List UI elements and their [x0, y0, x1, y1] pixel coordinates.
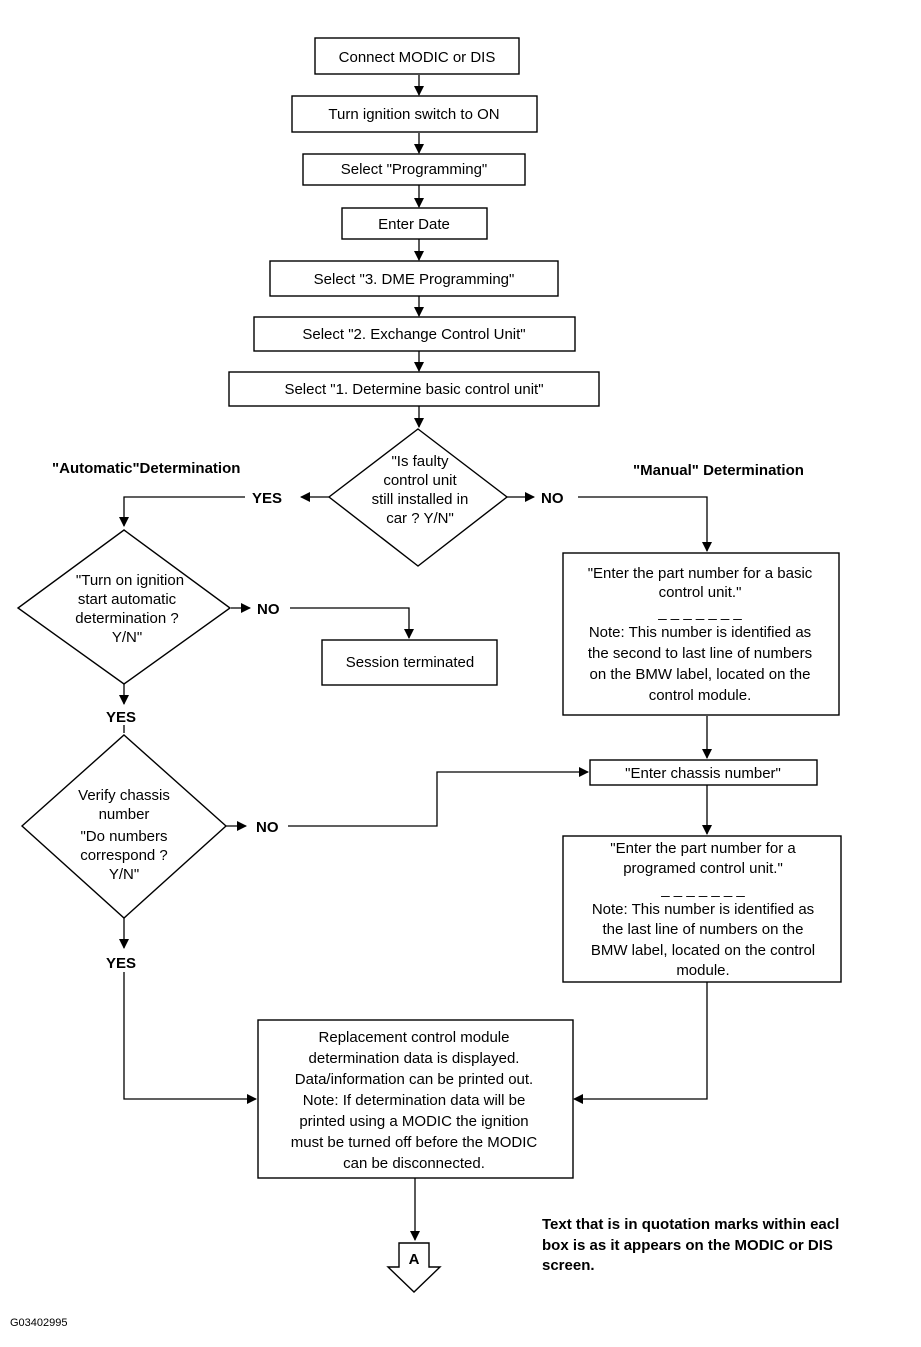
- manual-basic-line-5: the second to last line of numbers: [588, 645, 812, 662]
- connector-label: A: [409, 1251, 420, 1268]
- box-manual-basic: "Enter the part number for a basic contr…: [562, 552, 840, 716]
- decision-verify-chassis: Verify chassis number "Do numbers corres…: [20, 734, 228, 919]
- decision-auto-line-1: "Turn on ignition: [76, 572, 184, 589]
- manual-programmed-line-2: programed control unit.": [623, 860, 783, 877]
- heading-manual: "Manual" Determination: [633, 462, 804, 479]
- offpage-connector-a: A: [386, 1242, 442, 1293]
- decision-auto-line-4: Y/N": [112, 629, 142, 646]
- box-enter-chassis-label: "Enter chassis number": [625, 765, 781, 782]
- decision-verify-line-3: "Do numbers: [80, 828, 167, 845]
- box-select-programming: Select "Programming": [302, 153, 526, 186]
- result-line-4: Note: If determination data will be: [303, 1092, 526, 1109]
- box-select-dme: Select "3. DME Programming": [269, 260, 559, 297]
- figure-code: G03402995: [10, 1317, 68, 1329]
- manual-programmed-line-6: BMW label, located on the control: [591, 942, 815, 959]
- manual-programmed-line-1: "Enter the part number for a: [610, 840, 796, 857]
- result-line-3: Data/information can be printed out.: [295, 1071, 533, 1088]
- box-enter-date-label: Enter Date: [378, 216, 450, 233]
- footnote: Text that is in quotation marks within e…: [542, 1216, 839, 1274]
- manual-programmed-line-3: _ _ _ _ _ _ _: [660, 881, 745, 898]
- footnote-line-3: screen.: [542, 1257, 595, 1274]
- decision-faulty-line-2: control unit: [383, 472, 457, 489]
- label-no-auto-start: NO: [257, 601, 280, 618]
- decision-auto-line-2: start automatic: [78, 591, 177, 608]
- decision-verify-line-5: Y/N": [109, 866, 139, 883]
- manual-programmed-line-7: module.: [676, 962, 729, 979]
- box-connect: Connect MODIC or DIS: [314, 37, 520, 75]
- result-line-1: Replacement control module: [319, 1029, 510, 1046]
- decision-auto-start: "Turn on ignition start automatic determ…: [16, 529, 232, 685]
- decision-auto-line-3: determination ?: [75, 610, 178, 627]
- box-ignition-on: Turn ignition switch to ON: [291, 95, 538, 133]
- result-line-7: can be disconnected.: [343, 1155, 485, 1172]
- manual-basic-line-4: Note: This number is identified as: [589, 624, 811, 641]
- box-enter-chassis: "Enter chassis number": [589, 759, 818, 786]
- result-line-2: determination data is displayed.: [309, 1050, 520, 1067]
- decision-faulty-line-4: car ? Y/N": [386, 510, 454, 527]
- result-line-6: must be turned off before the MODIC: [291, 1134, 538, 1151]
- decision-faulty-line-3: still installed in: [372, 491, 469, 508]
- decision-verify-line-2: number: [99, 806, 150, 823]
- label-yes-verify: YES: [106, 955, 136, 972]
- label-no-verify: NO: [256, 819, 279, 836]
- box-select-programming-label: Select "Programming": [341, 161, 488, 178]
- manual-programmed-line-4: Note: This number is identified as: [592, 901, 814, 918]
- box-ignition-on-label: Turn ignition switch to ON: [328, 106, 499, 123]
- box-result: Replacement control module determination…: [257, 1019, 574, 1179]
- box-connect-label: Connect MODIC or DIS: [339, 49, 496, 66]
- box-manual-programmed: "Enter the part number for a programed c…: [562, 835, 842, 983]
- label-yes-decision1: YES: [252, 490, 282, 507]
- label-yes-auto-start: YES: [106, 709, 136, 726]
- manual-programmed-line-5: the last line of numbers on the: [603, 921, 804, 938]
- box-session-terminated: Session terminated: [321, 639, 498, 686]
- manual-basic-line-6: on the BMW label, located on the: [590, 666, 811, 683]
- decision-verify-line-1: Verify chassis: [78, 787, 170, 804]
- heading-automatic: "Automatic"Determination: [52, 460, 240, 477]
- manual-basic-line-7: control module.: [649, 687, 752, 704]
- decision1-branches: [119, 492, 712, 552]
- result-line-5: printed using a MODIC the ignition: [299, 1113, 528, 1130]
- manual-branch-lines: [573, 716, 712, 1104]
- decision-verify-line-4: correspond ?: [80, 847, 168, 864]
- box-enter-date: Enter Date: [341, 207, 488, 240]
- box-session-terminated-label: Session terminated: [346, 654, 474, 671]
- box-select-dme-label: Select "3. DME Programming": [314, 271, 515, 288]
- manual-basic-line-1: "Enter the part number for a basic: [588, 565, 813, 582]
- decision-faulty-line-1: "Is faulty: [391, 453, 449, 470]
- decision-faulty-installed: "Is faulty control unit still installed …: [327, 428, 509, 567]
- footnote-line-1: Text that is in quotation marks within e…: [542, 1216, 839, 1233]
- box-select-exchange: Select "2. Exchange Control Unit": [253, 316, 576, 352]
- automatic-branch-lines: [119, 603, 589, 1104]
- footnote-line-2: box is as it appears on the MODIC or DIS: [542, 1237, 833, 1254]
- box-select-determine-label: Select "1. Determine basic control unit": [284, 381, 543, 398]
- manual-basic-line-2: control unit.": [659, 584, 742, 601]
- box-select-exchange-label: Select "2. Exchange Control Unit": [302, 326, 525, 343]
- manual-basic-line-3: _ _ _ _ _ _ _: [657, 604, 742, 621]
- label-no-decision1: NO: [541, 490, 564, 507]
- box-select-determine: Select "1. Determine basic control unit": [228, 371, 600, 407]
